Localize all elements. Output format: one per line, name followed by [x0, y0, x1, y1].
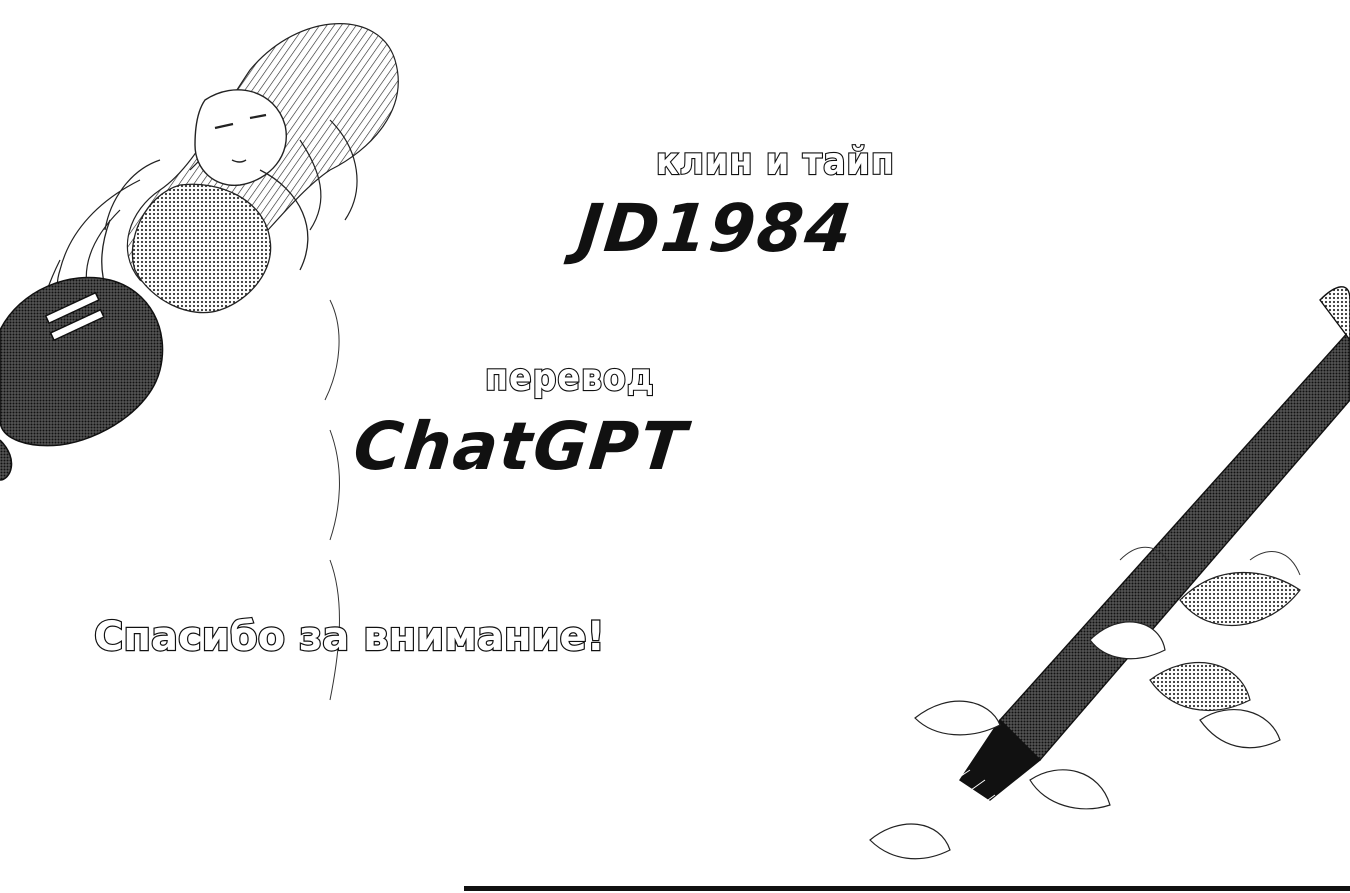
- face-shape: [194, 89, 287, 186]
- leaves-shape: [869, 571, 1301, 860]
- torso-shape: [101, 169, 309, 321]
- page-bottom-rule: [464, 886, 1350, 891]
- cleaner-credit-name: JD1984: [574, 190, 858, 267]
- cleaner-credit-label: клин и тайп: [655, 140, 895, 183]
- translator-credit-name: ChatGPT: [350, 408, 692, 485]
- guitar-body-shape: [0, 276, 164, 481]
- closing-message: Спасибо за внимание!: [93, 614, 606, 660]
- guitar-neck-shape: [939, 286, 1350, 821]
- translator-credit-label: перевод: [484, 356, 655, 399]
- sketch-lines: [324, 299, 1301, 701]
